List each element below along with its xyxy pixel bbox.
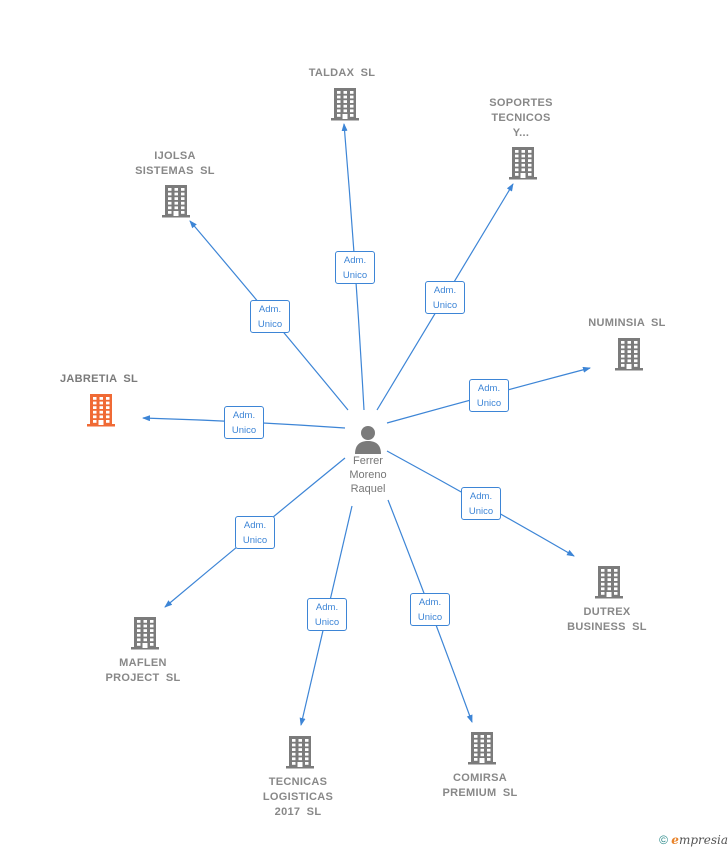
building-icon bbox=[468, 732, 496, 765]
node-soportes[interactable]: SOPORTES TECNICOS Y... bbox=[451, 96, 591, 141]
brand-logo: empresia bbox=[671, 833, 728, 847]
node-label: SOPORTES TECNICOS Y... bbox=[489, 97, 553, 139]
edge-label-taldax[interactable]: Adm. Unico bbox=[335, 251, 375, 284]
node-numinsia[interactable]: NUMINSIA SL bbox=[557, 316, 697, 331]
person-name: Ferrer Moreno Raquel bbox=[349, 455, 387, 495]
footer-brand: © empresia bbox=[659, 833, 728, 847]
building-icon bbox=[286, 736, 314, 769]
edge-label-dutrex[interactable]: Adm. Unico bbox=[461, 487, 501, 520]
edge-label-jabretia[interactable]: Adm. Unico bbox=[224, 406, 264, 439]
node-dutrex[interactable]: DUTREX BUSINESS SL bbox=[537, 605, 677, 635]
building-icon bbox=[87, 394, 115, 427]
person-icon bbox=[355, 426, 381, 454]
building-icon bbox=[509, 147, 537, 180]
building-icon bbox=[131, 617, 159, 650]
node-label: TECNICAS LOGISTICAS 2017 SL bbox=[262, 776, 334, 818]
copyright-icon: © bbox=[659, 833, 668, 847]
node-label: IJOLSA SISTEMAS SL bbox=[135, 150, 215, 177]
center-person[interactable]: Ferrer Moreno Raquel bbox=[328, 424, 408, 496]
edge-label-soportes[interactable]: Adm. Unico bbox=[425, 281, 465, 314]
node-icon-comirsa[interactable] bbox=[467, 731, 497, 765]
node-icon-dutrex[interactable] bbox=[594, 565, 624, 599]
node-label: JABRETIA SL bbox=[59, 373, 138, 385]
node-icon-soportes[interactable] bbox=[508, 146, 538, 180]
node-ijolsa[interactable]: IJOLSA SISTEMAS SL bbox=[105, 149, 245, 179]
node-icon-ijolsa[interactable] bbox=[161, 184, 191, 218]
node-jabretia[interactable]: JABRETIA SL bbox=[29, 372, 169, 387]
edge-label-comirsa[interactable]: Adm. Unico bbox=[410, 593, 450, 626]
node-label: NUMINSIA SL bbox=[588, 317, 666, 329]
node-comirsa[interactable]: COMIRSA PREMIUM SL bbox=[410, 771, 550, 801]
node-label: COMIRSA PREMIUM SL bbox=[442, 772, 518, 799]
building-icon bbox=[615, 338, 643, 371]
node-icon-tecnicas[interactable] bbox=[285, 735, 315, 769]
node-tecnicas[interactable]: TECNICAS LOGISTICAS 2017 SL bbox=[228, 775, 368, 820]
node-label: DUTREX BUSINESS SL bbox=[567, 606, 647, 633]
building-icon bbox=[331, 88, 359, 121]
edge-label-ijolsa[interactable]: Adm. Unico bbox=[250, 300, 290, 333]
node-icon-numinsia[interactable] bbox=[614, 337, 644, 371]
edge-label-maflen[interactable]: Adm. Unico bbox=[235, 516, 275, 549]
edge-label-numinsia[interactable]: Adm. Unico bbox=[469, 379, 509, 412]
building-icon bbox=[162, 185, 190, 218]
node-taldax[interactable]: TALDAX SL bbox=[272, 66, 412, 81]
node-icon-jabretia[interactable] bbox=[86, 393, 116, 427]
node-maflen[interactable]: MAFLEN PROJECT SL bbox=[73, 656, 213, 686]
node-label: TALDAX SL bbox=[308, 67, 376, 79]
node-icon-maflen[interactable] bbox=[130, 616, 160, 650]
building-icon bbox=[595, 566, 623, 599]
node-label: MAFLEN PROJECT SL bbox=[105, 657, 181, 684]
edge-label-tecnicas[interactable]: Adm. Unico bbox=[307, 598, 347, 631]
node-icon-taldax[interactable] bbox=[330, 87, 360, 121]
